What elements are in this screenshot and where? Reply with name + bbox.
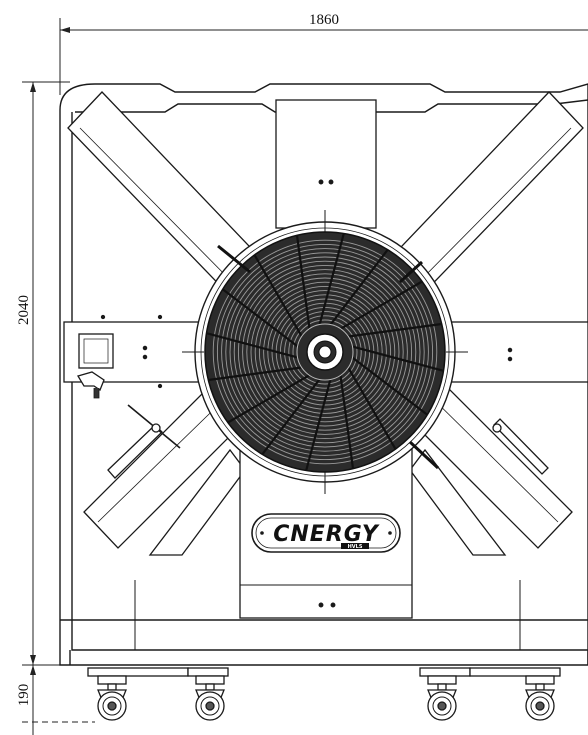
grille-ring [221,248,429,456]
caster-wheel [525,675,555,721]
grille-spoke [348,322,442,338]
caster-wheel [195,675,225,721]
grille-spoke [305,379,332,471]
grille-spoke [329,249,389,326]
grille-spoke [340,280,423,330]
top-center-panel [275,99,377,229]
grille-spoke [295,235,311,329]
brand-logo-text: CNERGY [273,522,380,547]
grille-spoke [351,356,428,416]
grille-ring [229,256,421,448]
caster-wheel [427,675,457,721]
grille-ring [258,285,392,419]
grille-spoke [227,374,310,424]
grille-ring [267,294,383,410]
grille-ring [233,260,417,444]
grille-spoke [253,254,303,337]
grille-ring [292,319,358,385]
brand-logo: CNERGY HVLS [251,513,401,553]
caster-dimension-label: 190 [16,684,32,707]
grille-spoke [352,345,444,372]
grille-ring [225,252,425,452]
grille-spoke [261,378,321,455]
grille-ring [216,243,434,461]
grille-spoke [318,233,345,325]
right-side-arm [447,321,588,383]
caster-wheel [97,675,127,721]
right-water-valve [492,418,549,475]
fan-grille [204,231,446,473]
grille-ring [271,298,379,406]
grille-spoke [208,366,302,382]
grille-ring [246,273,404,431]
grille-ring [284,311,366,393]
grille-spoke [222,288,299,348]
grille-spoke [347,367,397,450]
width-dimension-label: 1860 [309,12,339,28]
grille-spoke [339,375,355,469]
control-box [77,333,114,399]
grille-spoke [206,332,298,359]
height-dimension-label: 2040 [16,295,32,325]
brand-logo-subtext: HVLS [348,544,363,550]
caster-dimension [22,665,95,735]
grille-ring [288,315,362,389]
grille-ring [254,281,396,423]
grille-ring [263,290,387,414]
grille-ring [242,269,408,435]
grille-ring [237,264,413,440]
caster-frame [87,667,561,677]
grille-ring [250,277,400,427]
grille-ring [212,239,438,465]
left-water-valve [107,404,181,479]
height-dimension [22,81,70,666]
